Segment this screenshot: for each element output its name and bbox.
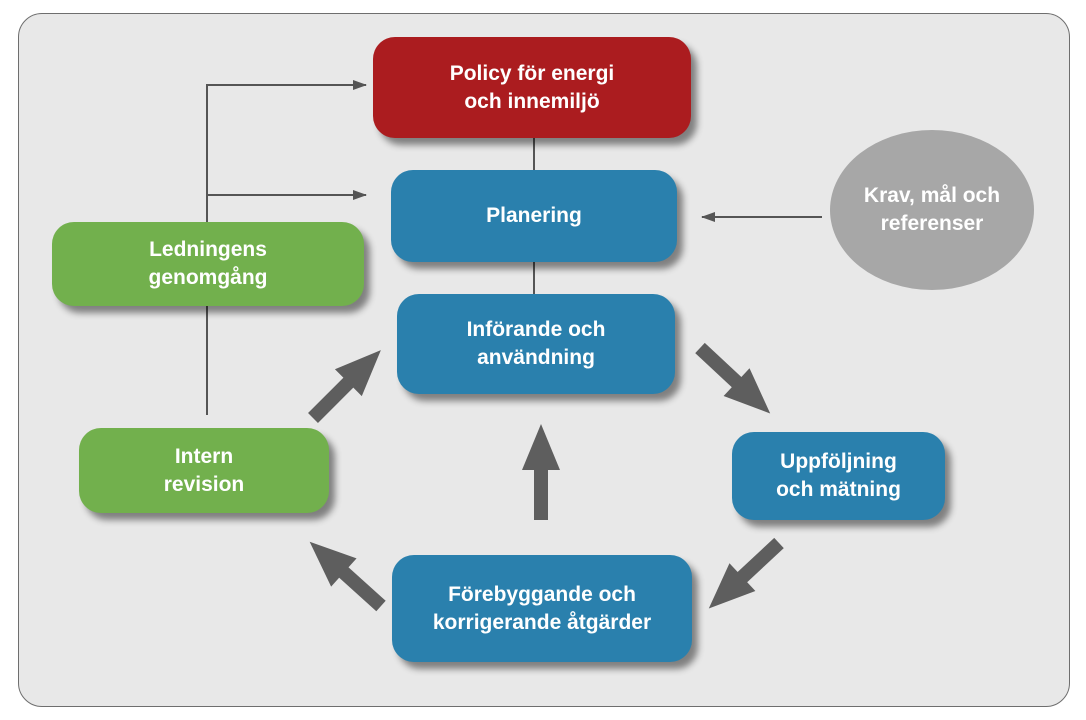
forebyggande-node: Förebyggande och korrigerande åtgärder	[392, 555, 692, 662]
arrow-forebyggande-to-intern-revision	[309, 541, 386, 612]
arrow-inforande-to-uppfoljning	[695, 342, 771, 414]
policy-node: Policy för energi och innemiljö	[373, 37, 691, 138]
arrow-intern-revision-to-inforande	[308, 350, 381, 423]
intern-revision-node: Intern revision	[79, 428, 329, 513]
arrow-forebyggande-to-inforande	[522, 424, 560, 520]
inforande-node: Införande och användning	[397, 294, 675, 394]
planering-node: Planering	[391, 170, 677, 262]
arrow-uppfoljning-to-forebyggande	[708, 537, 784, 609]
krav-ellipse: Krav, mål och referenser	[830, 130, 1034, 290]
ledningens-genomgang-node: Ledningens genomgång	[52, 222, 364, 306]
uppfoljning-node: Uppföljning och mätning	[732, 432, 945, 520]
